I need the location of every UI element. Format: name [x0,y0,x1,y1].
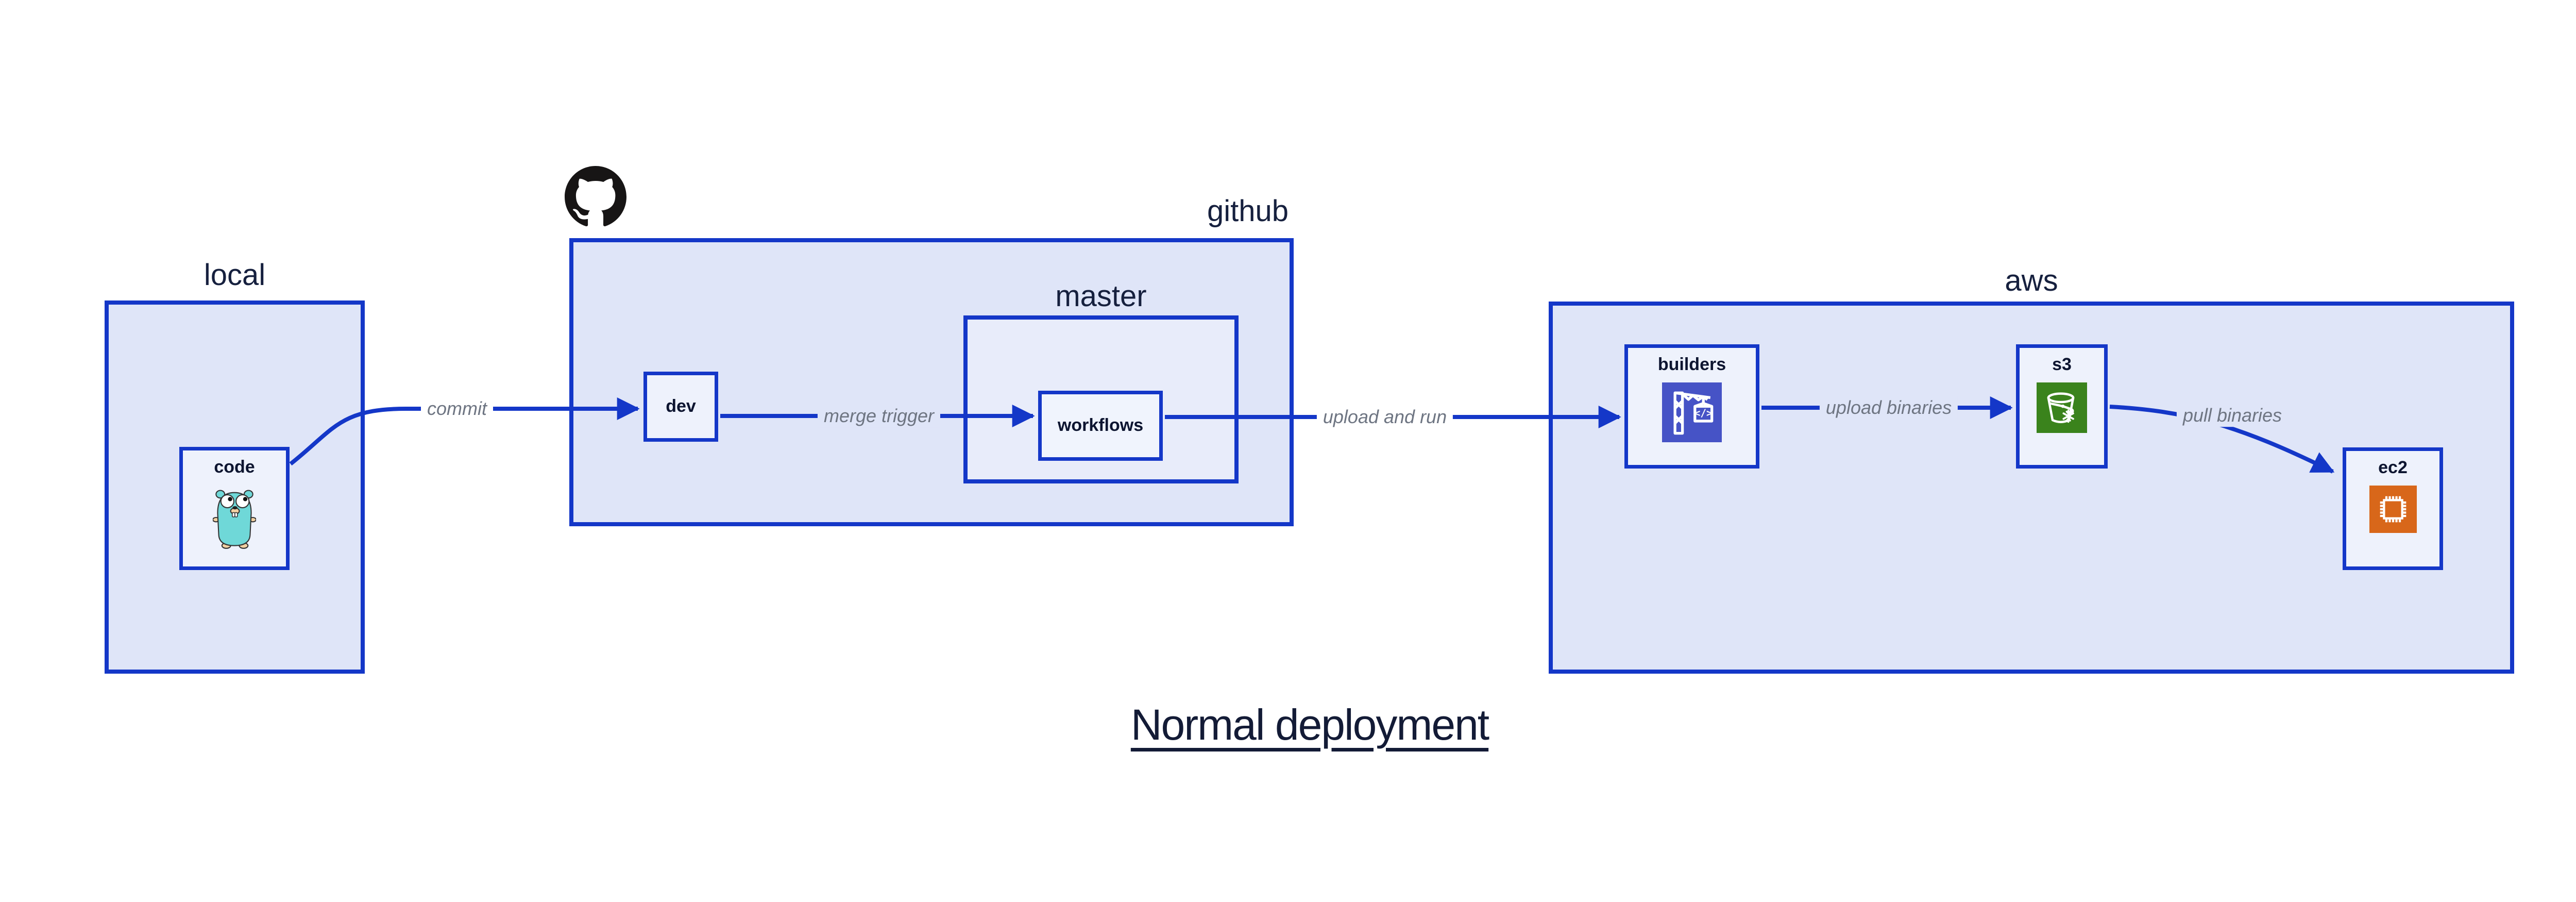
aws-codebuild-icon: </> [1662,382,1722,443]
code-label: code [214,457,255,477]
svg-text:</>: </> [1694,408,1713,420]
github-heading: github [1207,194,1289,228]
node-workflows: workflows [1038,391,1163,461]
builders-label: builders [1657,355,1726,374]
node-ec2: ec2 [2343,447,2443,570]
aws-s3-glacier-bucket-icon [2037,382,2087,433]
s3-label: s3 [2052,355,2072,374]
go-gopher-icon [213,490,256,549]
upload-and-run-edge-label: upload and run [1316,406,1453,428]
aws-ec2-chip-icon [2369,486,2417,533]
github-octocat-icon [565,166,626,226]
workflows-label: workflows [1057,415,1144,436]
node-dev: dev [643,372,718,442]
node-s3: s3 [2016,344,2108,469]
commit-edge-label: commit [421,397,493,420]
node-code: code [179,447,290,570]
node-builders: builders </> [1624,344,1759,469]
local-heading: local [204,258,266,292]
upload-binaries-edge-label: upload binaries [1819,396,1958,419]
pull-binaries-edge-label: pull binaries [2176,404,2289,427]
merge-trigger-edge-label: merge trigger [817,405,941,427]
diagram-title: Normal deployment [1130,700,1489,749]
master-heading: master [1055,279,1147,313]
aws-heading: aws [2005,264,2058,297]
dev-label: dev [666,396,696,416]
ec2-label: ec2 [2378,458,2408,477]
